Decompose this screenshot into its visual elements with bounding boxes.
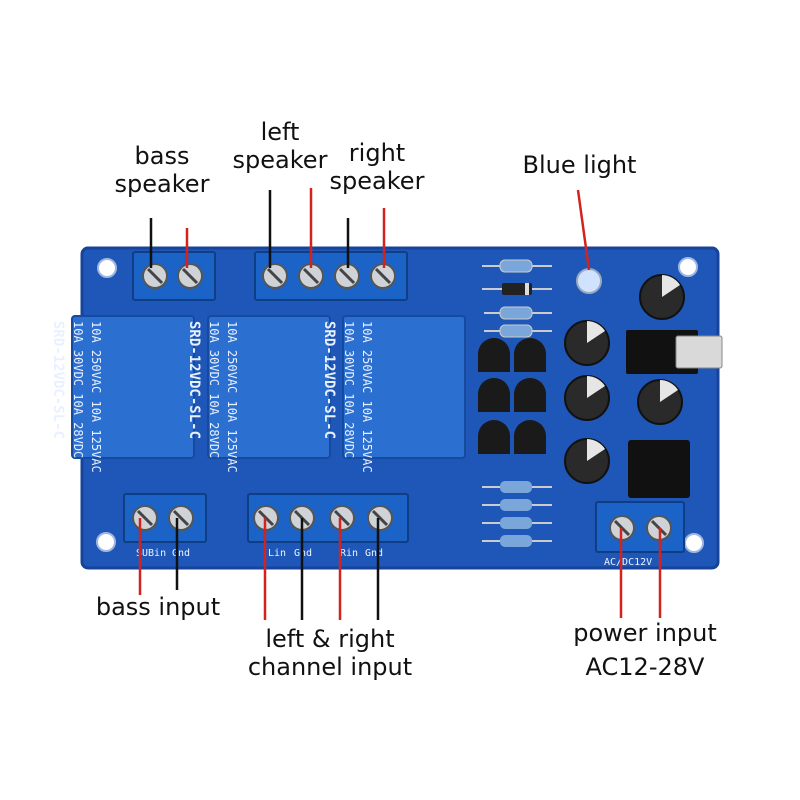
terminal-block-lr-input <box>247 493 409 543</box>
relay-1: 10A 250VAC 10A 125VAC 10A 30VDC 10A 28VD… <box>50 315 195 480</box>
relay-2: 10A 250VAC 10A 125VAC 10A 30VDC 10A 28VD… <box>186 315 331 480</box>
relay-3: 10A 250VAC 10A 125VAC 10A 30VDC 10A 28VD… <box>321 315 466 480</box>
relay-3-rating-b: 10A 30VDC 10A 28VDC <box>342 321 356 458</box>
silk-gnd-3: Gnd <box>365 548 383 559</box>
svg-text:10A 250VAC 10A 125VAC 10: 10A 250VAC 10A 125VAC 10A 30VDC 10A 28VD… <box>50 321 103 480</box>
silk-lin: Lin <box>268 548 286 559</box>
relay-3-model: SRD-12VDC-SL-C <box>321 321 337 439</box>
electrolytic-capacitors <box>564 274 685 484</box>
diode <box>482 283 552 295</box>
pointer-blue-light <box>576 189 591 271</box>
terminal-block-power-input <box>595 501 685 553</box>
terminal-block-bass-speaker <box>132 251 216 301</box>
transistors <box>478 338 546 454</box>
silk-gnd-1: Gnd <box>172 548 190 559</box>
blue-led <box>576 268 602 294</box>
svg-text:10A 250VAC 10A 125VAC 10: 10A 250VAC 10A 125VAC 10A 30VDC 10A 28VD… <box>321 321 374 480</box>
mounting-hole <box>96 532 116 552</box>
label-blue-light: Blue light <box>522 151 637 179</box>
relay-3-rating-a: 10A 250VAC 10A 125VAC <box>360 321 374 473</box>
bridge-rectifier <box>628 440 690 498</box>
terminal-block-lr-speaker <box>254 251 408 301</box>
svg-text:10A 250VAC 10A 125VAC 10: 10A 250VAC 10A 125VAC 10A 30VDC 10A 28VD… <box>186 321 239 480</box>
mounting-hole <box>678 257 698 277</box>
label-lr-input: left & right channel input <box>247 625 413 681</box>
label-power-input: power input AC12-28V <box>573 619 717 681</box>
voltage-regulator <box>626 330 723 374</box>
relay-1-model: SRD-12VDC-SL-C <box>50 321 66 439</box>
resistor-array-top <box>482 259 552 338</box>
pointer-lines <box>138 188 662 620</box>
label-left-speaker: left speaker <box>232 118 328 174</box>
silk-subin: SUBin <box>136 548 166 559</box>
mounting-hole <box>97 258 117 278</box>
label-right-speaker: right speaker <box>329 139 425 195</box>
relay-1-rating-a: 10A 250VAC 10A 125VAC <box>89 321 103 473</box>
relay-1-rating-b: 10A 30VDC 10A 28VDC <box>71 321 85 458</box>
terminal-block-bass-input <box>123 493 207 543</box>
relay-2-rating-b: 10A 30VDC 10A 28VDC <box>207 321 221 458</box>
relay-2-rating-a: 10A 250VAC 10A 125VAC <box>225 321 239 473</box>
silk-power: AC/DC12V <box>604 557 652 568</box>
resistor-array-bottom <box>482 481 552 547</box>
label-bass-input: bass input <box>95 593 221 621</box>
label-bass-speaker: bass speaker <box>114 142 210 198</box>
silk-rin: Rin <box>340 548 358 559</box>
relay-2-model: SRD-12VDC-SL-C <box>186 321 202 439</box>
mounting-hole <box>684 533 704 553</box>
